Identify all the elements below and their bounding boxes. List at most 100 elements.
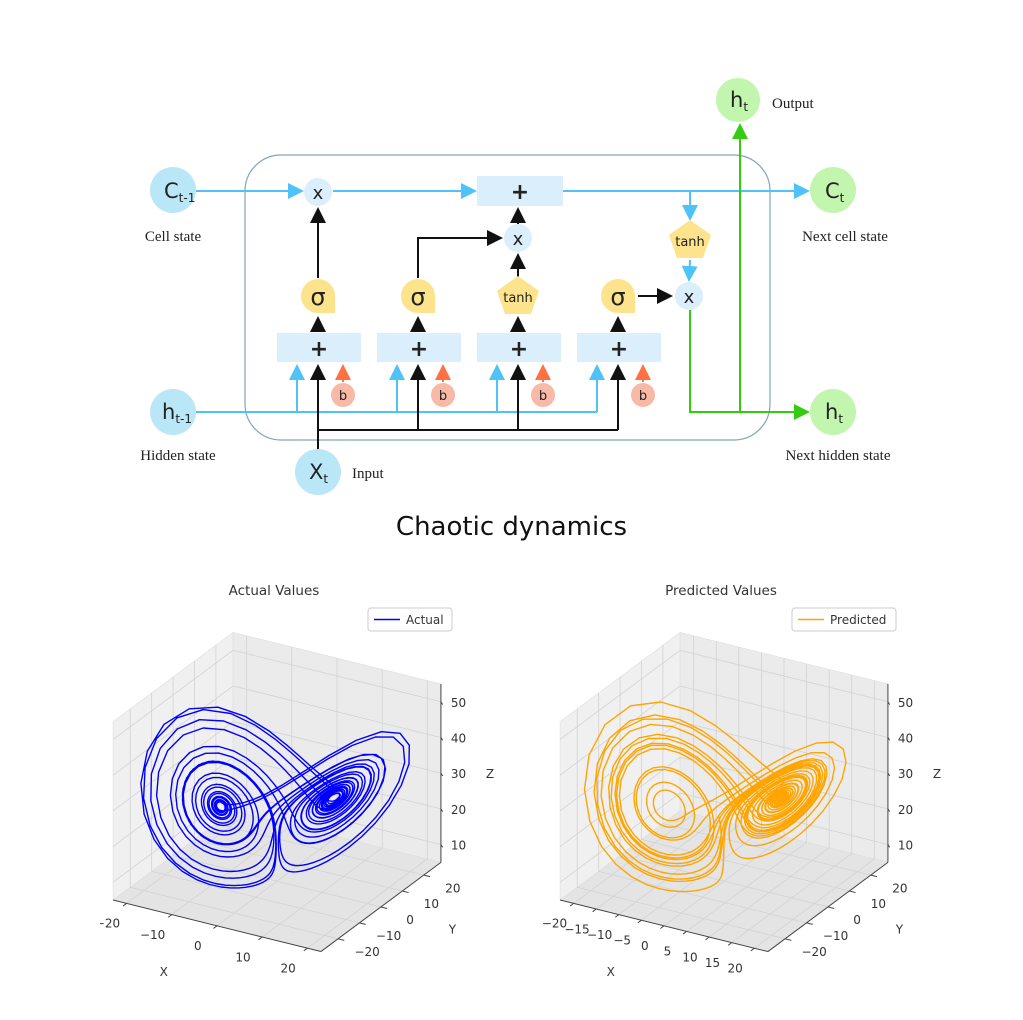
z-tick-label: 50 (451, 696, 466, 710)
output-label: Output (772, 96, 815, 112)
y-tick (402, 890, 409, 894)
x-tick-label: −15 (564, 922, 589, 936)
x-tick-label: −20 (542, 917, 567, 931)
y-tick-label: −10 (823, 929, 848, 943)
x-tick (682, 930, 687, 935)
plus-input: + (410, 337, 428, 362)
z-tick (440, 737, 444, 741)
x-tick-label: 5 (664, 945, 672, 959)
y-tick-label: 10 (424, 897, 439, 911)
svg-text:ht: ht (730, 88, 748, 114)
y-tick (337, 938, 345, 941)
x-tick (637, 919, 642, 924)
hidden-state-prev-node: ht-1 Hidden state (140, 389, 216, 464)
y-tick-label: −20 (801, 945, 826, 959)
section-title: Chaotic dynamics (395, 512, 628, 542)
x-tick-label: 10 (682, 950, 697, 964)
bias-arrows (335, 364, 651, 382)
chart-title: Predicted Values (665, 583, 777, 599)
cell-state-lines (196, 183, 810, 413)
z-tick (887, 844, 891, 848)
legend-box (367, 607, 453, 632)
lstm-diagram: + + + + + x x x σ σ σ tanh tanh b b b (140, 78, 891, 495)
plus-cell-update: + (511, 180, 529, 205)
grid-line (559, 649, 681, 740)
x-tick-label: −5 (613, 933, 631, 947)
x-tick (303, 947, 308, 952)
series-line-actual (140, 706, 410, 889)
z-tick-label: 30 (898, 767, 913, 781)
grid-line (112, 685, 234, 776)
x-tick-label: 20 (281, 961, 296, 975)
grid-line (559, 792, 681, 883)
legend-label: Actual (406, 613, 444, 627)
z-tick-label: 40 (451, 731, 466, 745)
z-tick-label: 40 (898, 731, 913, 745)
y-tick (423, 874, 431, 878)
z-tick-label: 50 (898, 696, 913, 710)
x-tick (258, 936, 263, 941)
y-tick-label: 10 (871, 897, 886, 911)
x-tick (705, 936, 710, 941)
input-lines (310, 207, 673, 450)
svg-text:Ct-1: Ct-1 (164, 179, 195, 205)
svg-text:ht: ht (825, 400, 843, 426)
next-hidden-state-label: Next hidden state (786, 448, 891, 464)
svg-text:ht-1: ht-1 (162, 400, 192, 426)
grid-line (662, 823, 871, 876)
grid-line (112, 721, 234, 812)
multiply-input: x (513, 229, 524, 250)
plus-output: + (610, 337, 628, 362)
bias-4: b (639, 389, 647, 404)
z-tick (887, 808, 891, 812)
grid-line (130, 886, 339, 940)
y-tick-label: 20 (892, 881, 907, 895)
svg-text:Xt: Xt (309, 460, 328, 486)
grid-line (112, 649, 234, 740)
y-tick (849, 890, 856, 894)
next-cell-state-label: Next cell state (802, 229, 888, 245)
multiply-forget: x (313, 183, 324, 204)
x-axis-label: X (160, 965, 168, 979)
grid-line (679, 721, 889, 774)
x-tick (750, 947, 755, 952)
sigma-forget-gate: σ (310, 283, 325, 311)
z-tick (887, 701, 891, 705)
sigma-input-gate: σ (410, 283, 425, 311)
grid-line (232, 649, 442, 703)
bias-3: b (539, 389, 547, 404)
cell-state-prev-node: Ct-1 Cell state (145, 167, 202, 245)
actual-values-plot: −20−1001020−20−10010201020304050XYZActua… (100, 583, 494, 979)
input-node: Xt Input (295, 449, 384, 495)
x-tick (614, 914, 620, 918)
plus-forget: + (310, 337, 328, 362)
x-axis-label: X (607, 965, 615, 979)
legend-label: Predicted (830, 613, 886, 627)
x-tick-label: −10 (587, 928, 612, 942)
x-tick-label: 0 (641, 939, 649, 953)
y-tick-label: −10 (376, 929, 401, 943)
cell-state-label: Cell state (145, 229, 202, 245)
z-tick-label: 20 (898, 803, 913, 817)
grid-line (151, 870, 360, 924)
z-tick (887, 737, 891, 741)
grid-line (679, 649, 889, 703)
multiply-nodes: x x x (304, 178, 703, 310)
y-axis-line (767, 861, 889, 952)
x-tick-label: 10 (235, 950, 250, 964)
multiply-output: x (684, 287, 695, 308)
plus-blocks: + + + + + (277, 176, 661, 362)
z-tick (440, 844, 444, 848)
z-tick-label: 30 (451, 767, 466, 781)
output-node: ht Output (716, 78, 815, 122)
x-tick (569, 903, 574, 907)
cell-state-next-node: Ct Next cell state (802, 167, 888, 245)
y-tick (806, 922, 813, 925)
x-tick (122, 903, 127, 907)
hidden-output-lines (689, 123, 810, 420)
bias-2: b (439, 389, 447, 404)
x-tick-label: −10 (140, 928, 165, 942)
y-tick (827, 906, 835, 909)
y-axis-label: Y (895, 922, 904, 936)
